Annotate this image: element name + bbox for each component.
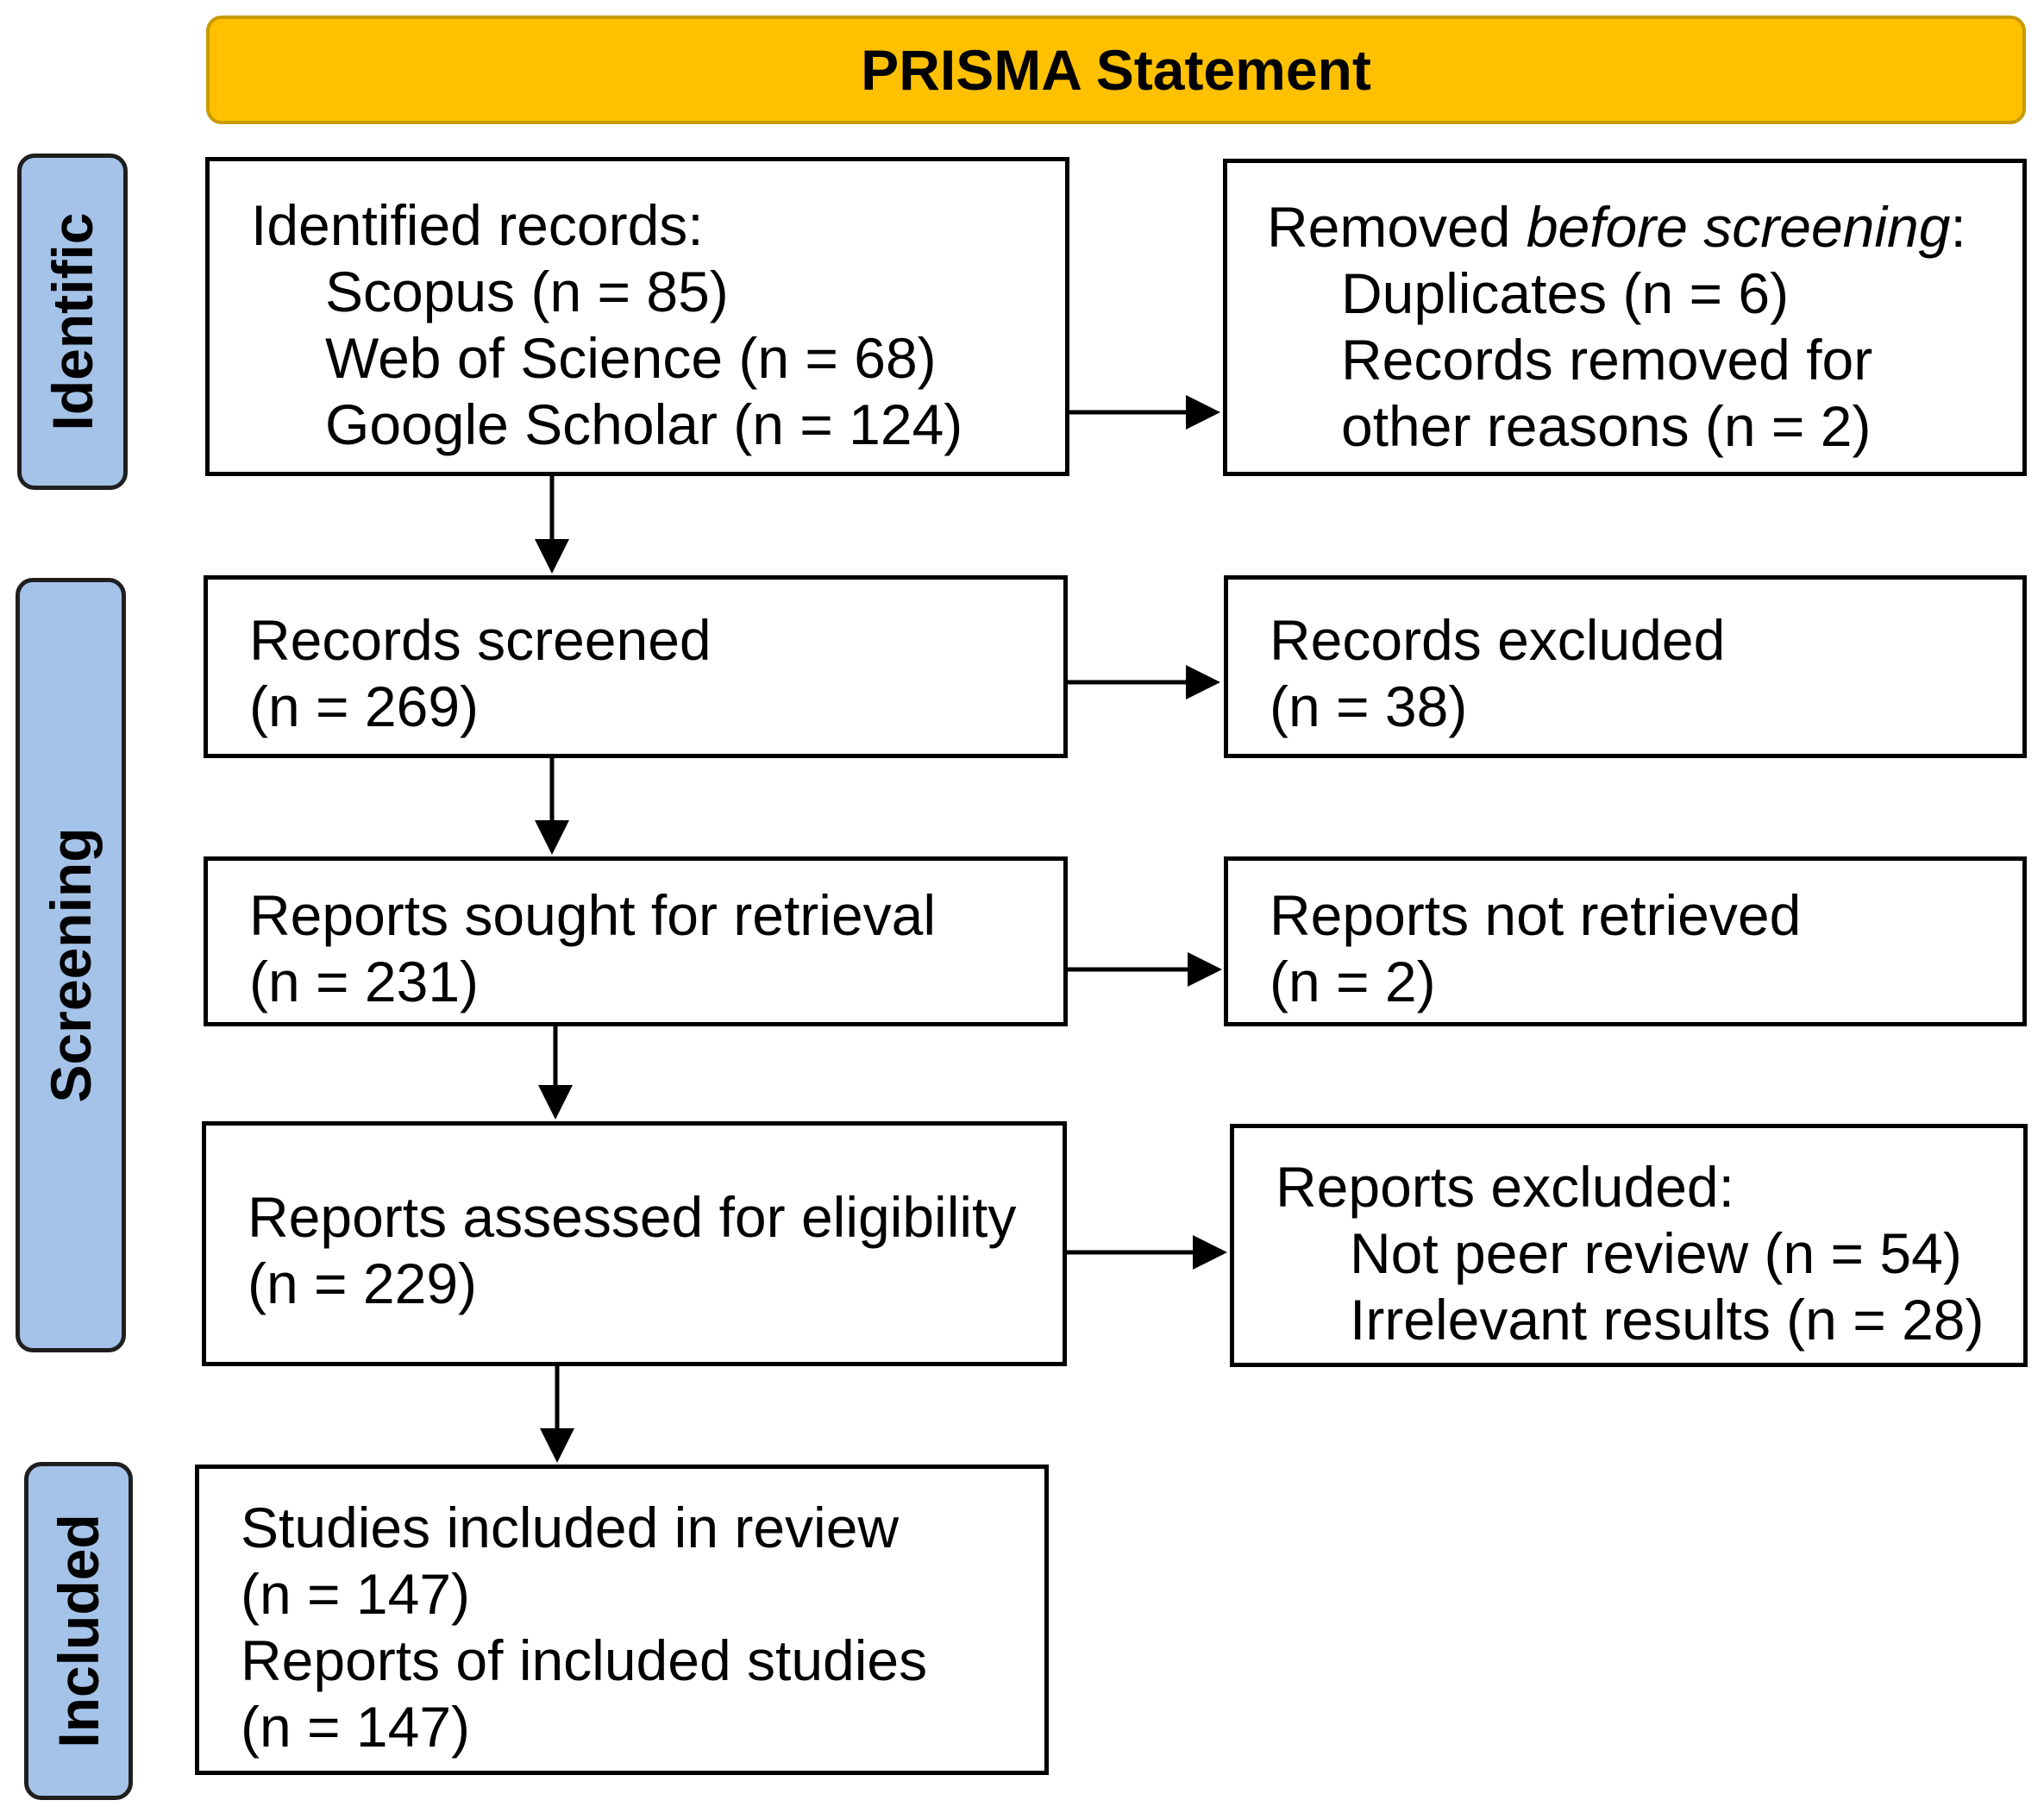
records-screened-count: (n = 269) bbox=[249, 674, 479, 738]
reports-assessed-box: Reports assessed for eligibility (n = 22… bbox=[202, 1121, 1067, 1366]
phase-identification: Identific bbox=[17, 154, 128, 490]
studies-included-label: Studies included in review bbox=[241, 1496, 900, 1559]
records-screened-label: Records screened bbox=[249, 608, 712, 672]
reports-included-count: (n = 147) bbox=[241, 1695, 470, 1759]
removed-other-reasons-2: other reasons (n = 2) bbox=[1341, 394, 1872, 458]
reports-excluded-irrelevant: Irrelevant results (n = 28) bbox=[1350, 1288, 1984, 1352]
reports-sought-label: Reports sought for retrieval bbox=[249, 883, 937, 947]
removed-other-reasons-1: Records removed for bbox=[1341, 328, 1873, 392]
reports-sought-count: (n = 231) bbox=[249, 950, 479, 1013]
removed-before-screening-box: Removed before screening: Duplicates (n … bbox=[1223, 159, 2027, 476]
reports-included-label: Reports of included studies bbox=[241, 1628, 928, 1692]
reports-not-retrieved-box: Reports not retrieved (n = 2) bbox=[1224, 856, 2027, 1026]
removed-title: Removed before screening: bbox=[1267, 194, 2022, 260]
reports-assessed-label: Reports assessed for eligibility bbox=[248, 1185, 1017, 1249]
reports-sought-box: Reports sought for retrieval (n = 231) bbox=[204, 856, 1068, 1026]
identified-scopus: Scopus (n = 85) bbox=[325, 260, 729, 323]
identified-records-box: Identified records: Scopus (n = 85) Web … bbox=[205, 157, 1069, 476]
identified-web-of-science: Web of Science (n = 68) bbox=[325, 326, 937, 390]
records-excluded-box: Records excluded (n = 38) bbox=[1224, 575, 2027, 758]
removed-duplicates: Duplicates (n = 6) bbox=[1341, 261, 1790, 325]
removed-title-italic: before screening bbox=[1526, 195, 1951, 259]
records-screened-box: Records screened (n = 269) bbox=[204, 575, 1068, 758]
reports-excluded-title: Reports excluded: bbox=[1276, 1155, 1734, 1219]
prisma-header: PRISMA Statement bbox=[206, 16, 2026, 124]
records-excluded-count: (n = 38) bbox=[1270, 674, 1468, 738]
removed-title-prefix: Removed bbox=[1267, 195, 1527, 259]
reports-assessed-count: (n = 229) bbox=[248, 1251, 477, 1315]
identified-google-scholar: Google Scholar (n = 124) bbox=[325, 392, 963, 456]
reports-excluded-box: Reports excluded: Not peer review (n = 5… bbox=[1230, 1124, 2028, 1367]
studies-included-count: (n = 147) bbox=[241, 1562, 470, 1626]
reports-not-retrieved-count: (n = 2) bbox=[1270, 950, 1436, 1013]
studies-included-box: Studies included in review (n = 147) Rep… bbox=[195, 1465, 1049, 1775]
header-title: PRISMA Statement bbox=[861, 38, 1371, 102]
identified-records-title: Identified records: bbox=[251, 193, 704, 257]
phase-included: Included bbox=[24, 1462, 133, 1800]
removed-title-suffix: : bbox=[1950, 195, 1966, 259]
phase-screening: Screening bbox=[16, 578, 126, 1352]
reports-excluded-not-peer-review: Not peer review (n = 54) bbox=[1350, 1221, 1962, 1285]
reports-not-retrieved-label: Reports not retrieved bbox=[1270, 883, 1802, 947]
records-excluded-label: Records excluded bbox=[1270, 608, 1726, 672]
